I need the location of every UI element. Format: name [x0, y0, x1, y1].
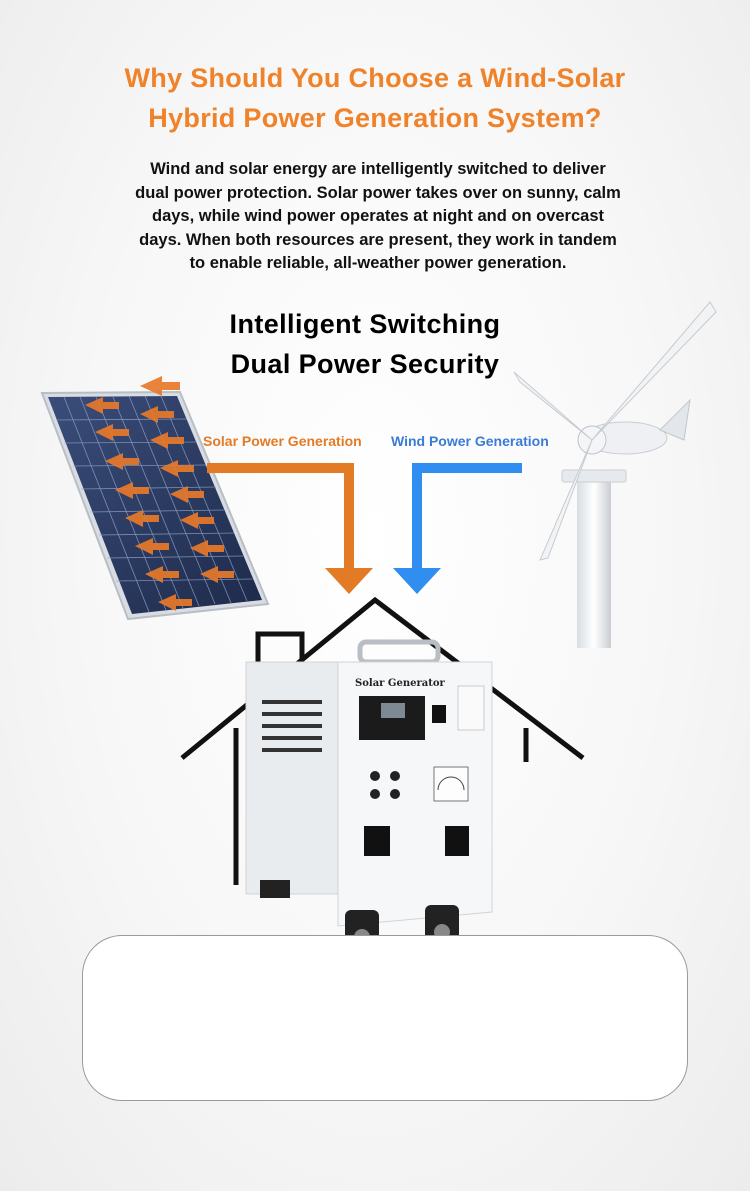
wind-turbine-icon [513, 301, 717, 648]
subtitle-line-2: Dual Power Security [230, 349, 500, 379]
page-title: Why Should You Choose a Wind-Solar Hybri… [0, 58, 750, 138]
title-line-1: Why Should You Choose a Wind-Solar [124, 63, 626, 93]
intro-line: to enable reliable, all-weather power ge… [189, 254, 567, 272]
solar-panel-icon [40, 376, 270, 621]
appliance-panel [82, 935, 688, 1101]
generator-panel-label: Solar Generator [355, 678, 445, 689]
title-line-2: Hybrid Power Generation System? [148, 103, 602, 133]
solar-generator-icon [245, 639, 493, 950]
section-subtitle: Intelligent Switching Dual Power Securit… [0, 304, 730, 384]
intro-line: days. When both resources are present, t… [139, 230, 617, 249]
intro-line: days, while wind power operates at night… [151, 207, 604, 225]
intro-paragraph: Wind and solar energy are intelligently … [100, 158, 656, 276]
wind-flow-arrow-icon [393, 463, 522, 594]
solar-flow-arrow-icon [207, 463, 373, 594]
wind-power-label: Wind Power Generation [391, 433, 549, 449]
intro-line: dual power protection. Solar power takes… [135, 183, 621, 202]
solar-power-label: Solar Power Generation [203, 433, 362, 449]
subtitle-line-1: Intelligent Switching [229, 309, 501, 339]
intro-line: Wind and solar energy are intelligently … [150, 160, 606, 178]
